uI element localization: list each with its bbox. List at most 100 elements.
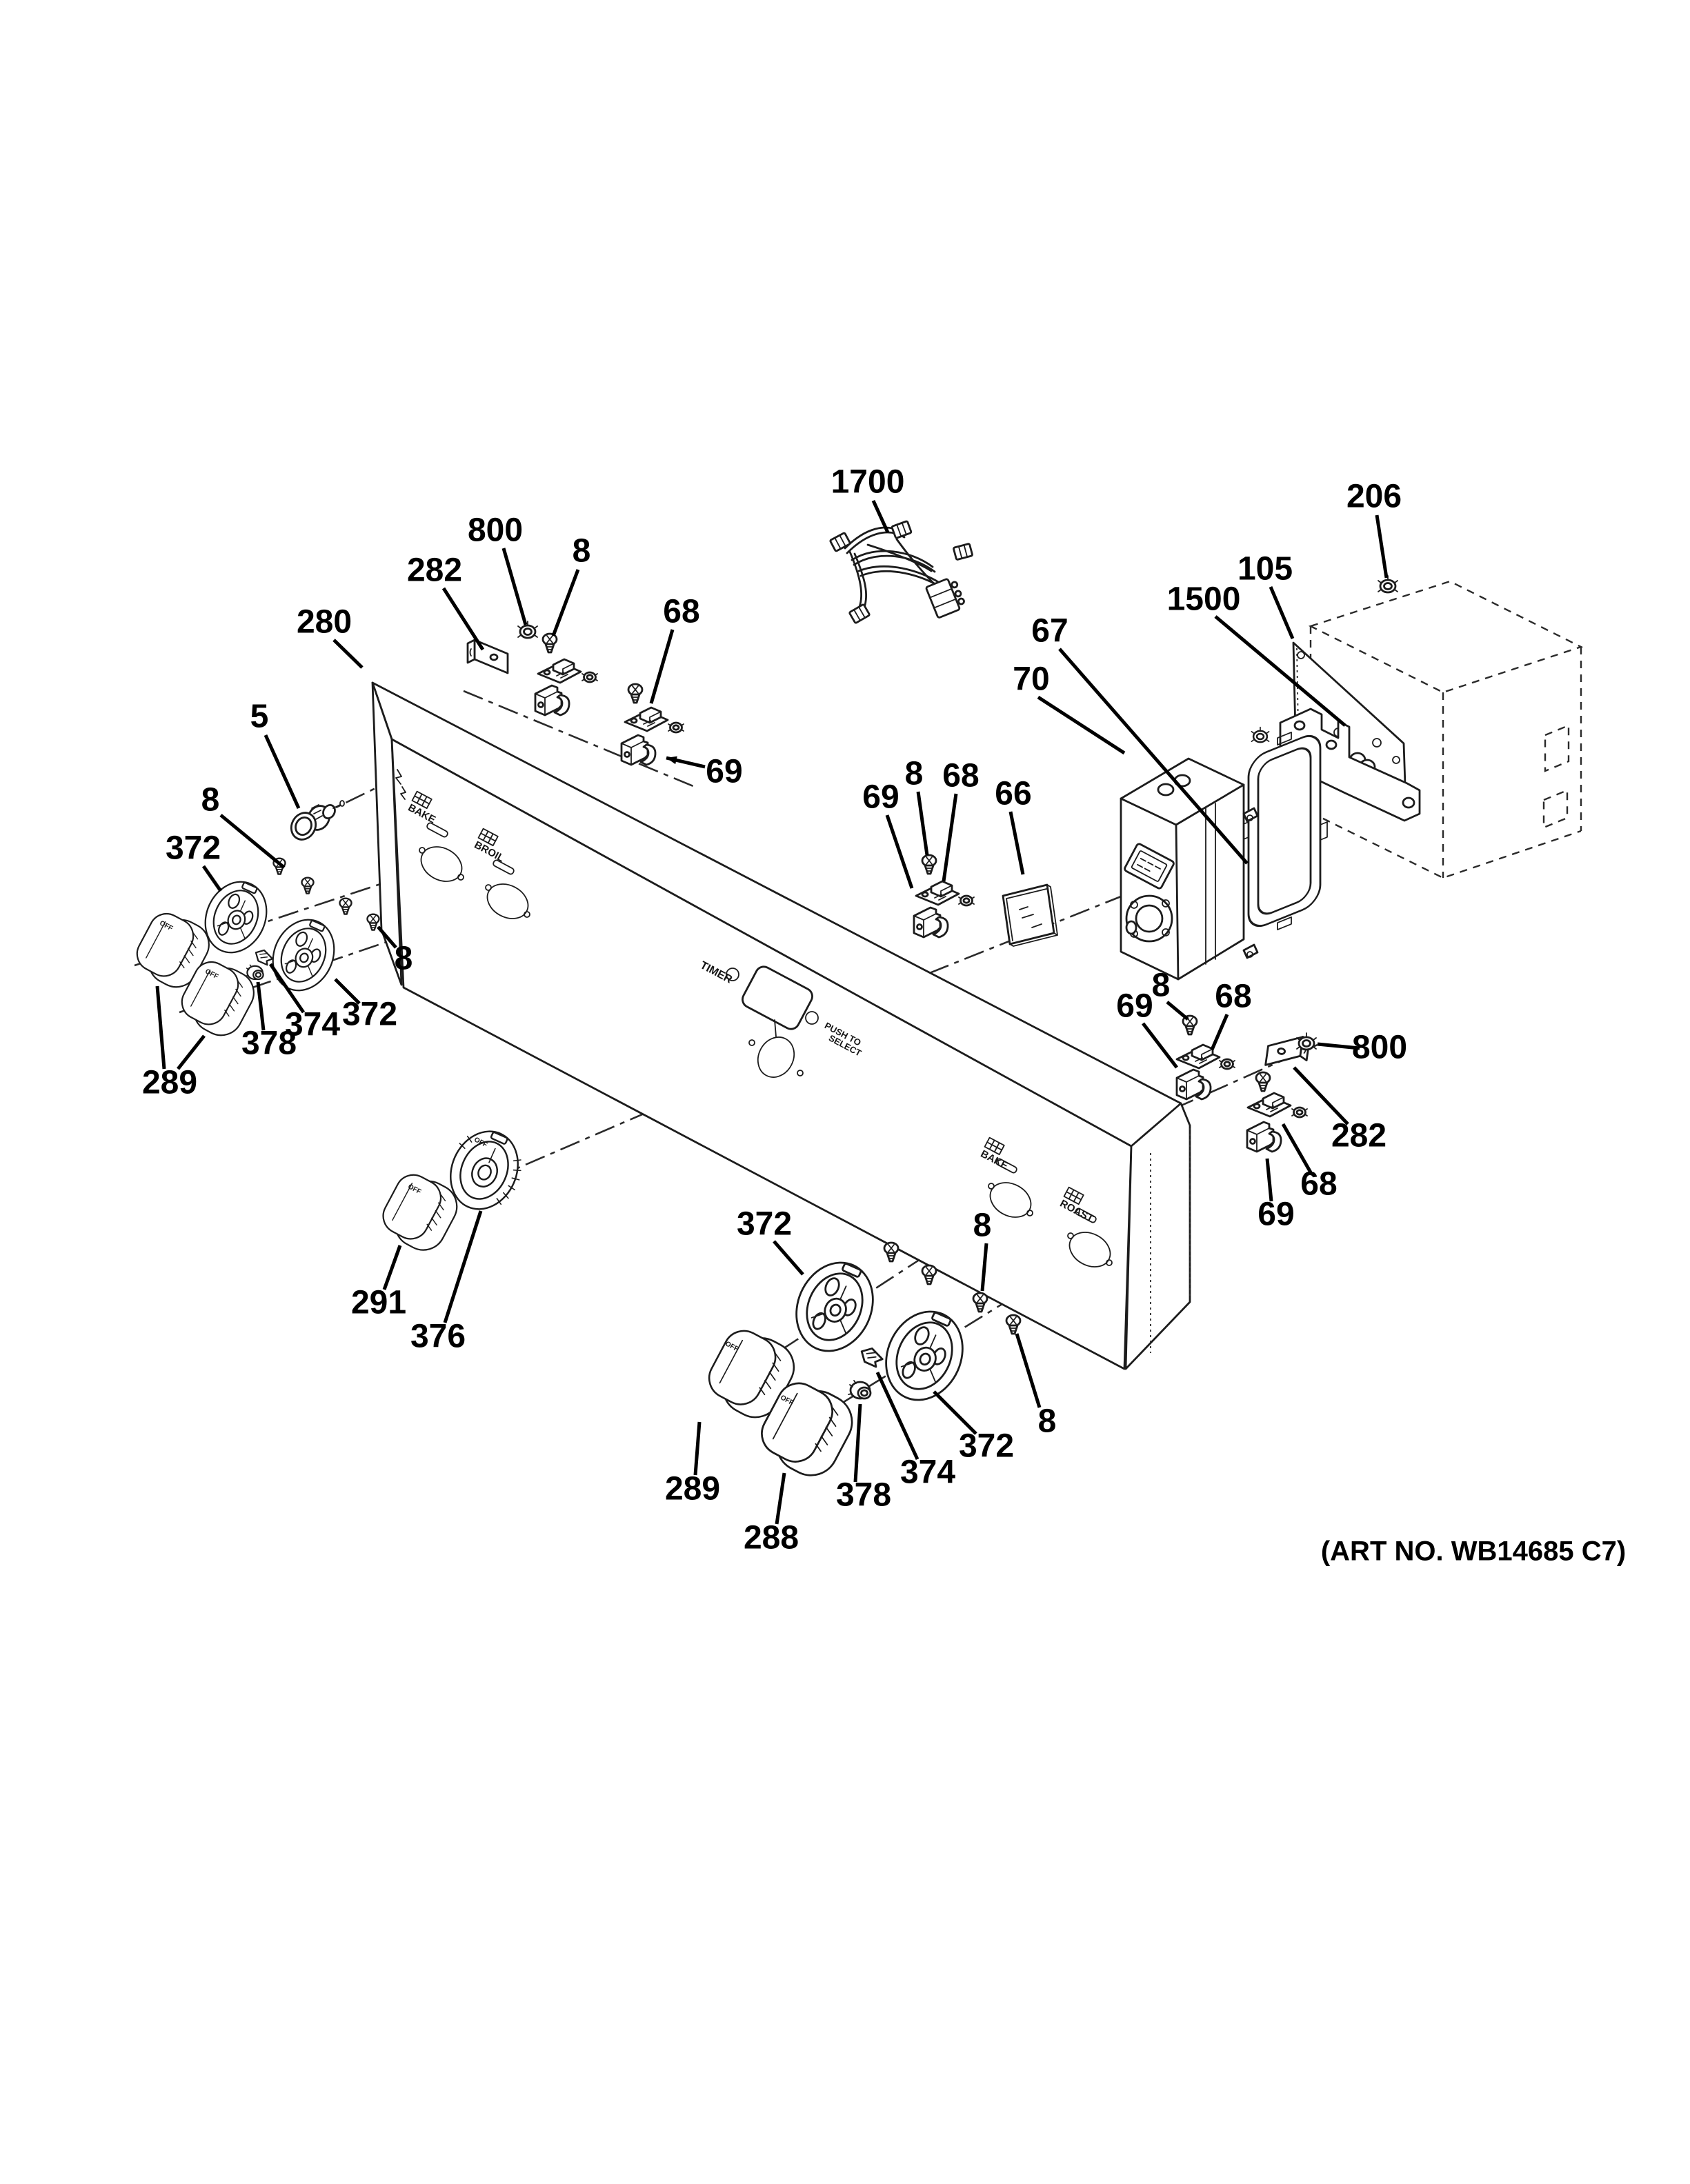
part-number-label: 67 — [1031, 613, 1068, 650]
part-number-label: 1700 — [831, 464, 905, 501]
callout-69: 69 — [862, 779, 914, 889]
panel-knob-hole — [1067, 1208, 1113, 1268]
callout-800: 800 — [468, 512, 528, 625]
callout-66: 66 — [995, 776, 1032, 875]
part-number-label: 69 — [1116, 988, 1153, 1025]
screw-8 — [921, 1264, 937, 1285]
callout-289: 289 — [665, 1421, 720, 1507]
part-number-label: 288 — [744, 1520, 799, 1556]
leader-line — [773, 1240, 804, 1276]
callout-376: 376 — [410, 1210, 483, 1355]
leader-line — [871, 499, 890, 534]
part-number-label: 374 — [900, 1454, 955, 1491]
callout-8: 8 — [1015, 1333, 1057, 1440]
leader-line — [1166, 1001, 1189, 1021]
leader-line — [1015, 1333, 1042, 1408]
dial-ring-372 — [261, 909, 346, 1001]
part-number-label: 69 — [862, 779, 899, 816]
art-number: (ART NO. WB14685 C7) — [1321, 1536, 1626, 1567]
harness-connector — [828, 532, 852, 552]
screw-8 — [1255, 1071, 1271, 1092]
callout-69: 69 — [1257, 1158, 1295, 1233]
part-number-label: 5 — [250, 699, 269, 735]
leader-line — [1281, 1123, 1313, 1174]
callout-68: 68 — [1281, 1123, 1338, 1203]
leader-line — [501, 548, 528, 625]
screw-8 — [339, 897, 352, 915]
middle-switch-group — [913, 854, 1059, 948]
callout-68: 68 — [649, 594, 700, 704]
leader-line — [268, 963, 306, 1014]
leader-line — [201, 865, 223, 892]
part-number-label: 8 — [1038, 1403, 1057, 1440]
callout-372: 372 — [933, 1390, 1014, 1465]
right-switch-group — [1175, 1014, 1318, 1153]
callout-1700: 1700 — [831, 464, 905, 534]
leader-line — [1265, 1158, 1273, 1202]
leader-line — [382, 1245, 402, 1290]
leader-line — [443, 1210, 483, 1323]
callout-291: 291 — [351, 1245, 406, 1321]
part-number-label: 291 — [351, 1285, 406, 1321]
callout-280: 280 — [297, 604, 364, 669]
screw-8 — [627, 683, 644, 704]
part-number-label: 800 — [1352, 1030, 1407, 1066]
callout-68: 68 — [1210, 979, 1252, 1050]
part-number-label: 372 — [342, 996, 397, 1033]
gasket-67 — [1241, 731, 1328, 931]
callout-374: 374 — [268, 963, 340, 1043]
retainer-spring-marks — [395, 769, 406, 800]
screw-8 — [301, 876, 315, 894]
timer-motor — [1125, 894, 1173, 943]
callout-372: 372 — [737, 1206, 804, 1276]
bracket-68 — [1246, 1092, 1292, 1118]
part-number-label: 289 — [665, 1471, 720, 1507]
part-number-label: 68 — [942, 758, 979, 794]
push-button-5 — [290, 800, 345, 841]
switch-69 — [1246, 1121, 1282, 1153]
clip-374 — [857, 1344, 886, 1370]
leader-line — [1008, 811, 1025, 875]
part-number-label: 68 — [1300, 1166, 1337, 1203]
callout-68: 68 — [942, 758, 980, 882]
control-module-assembly — [1120, 574, 1584, 981]
screw-800 — [1295, 1032, 1318, 1051]
callout-8: 8 — [1152, 968, 1189, 1021]
harness-connector — [891, 520, 913, 539]
callout-8: 8 — [551, 533, 590, 637]
nut-378 — [847, 1379, 872, 1400]
leader-line — [551, 569, 580, 637]
bracket-282 — [466, 639, 509, 674]
callout-378: 378 — [241, 981, 297, 1062]
callout-374: 374 — [875, 1371, 955, 1491]
part-number-label: 282 — [1331, 1118, 1386, 1154]
nut — [667, 721, 685, 734]
switch-69 — [620, 734, 657, 766]
callout-372: 372 — [334, 978, 397, 1033]
callout-105: 105 — [1237, 551, 1295, 639]
screw-800 — [517, 620, 539, 639]
screw-8 — [541, 632, 558, 654]
part-number-label: 372 — [959, 1428, 1014, 1465]
part-number-label: 280 — [297, 604, 352, 641]
leader-line — [377, 925, 397, 949]
nut — [581, 671, 599, 683]
part-number-label: 8 — [973, 1208, 992, 1244]
part-number-label: 69 — [706, 754, 742, 790]
leader-line — [1142, 1022, 1178, 1069]
screw-8 — [1005, 1314, 1022, 1335]
leader-line — [853, 1403, 862, 1483]
nut — [1291, 1106, 1309, 1119]
leader-line — [1293, 1066, 1349, 1125]
part-number-label: 66 — [995, 776, 1031, 812]
callout-67: 67 — [1031, 613, 1249, 865]
panel-knob-hole — [485, 859, 530, 919]
callout-5: 5 — [250, 699, 301, 810]
leader-line — [264, 734, 301, 810]
part-number-label: 374 — [285, 1007, 340, 1043]
part-number-label: 8 — [905, 756, 924, 792]
part-number-label: 206 — [1346, 479, 1402, 515]
